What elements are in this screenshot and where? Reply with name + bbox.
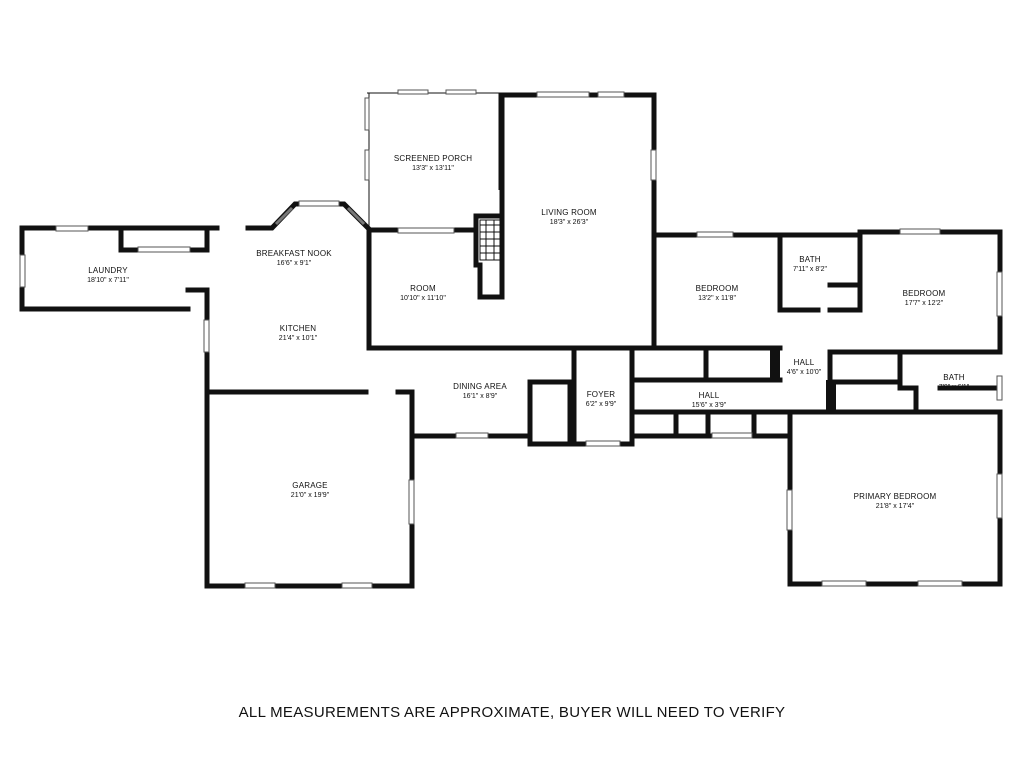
breakfast-nook-name: BREAKFAST NOOK xyxy=(256,249,332,258)
breakfast-nook-bay xyxy=(245,200,372,232)
hall-corridor-walls xyxy=(629,345,793,439)
living-room-walls xyxy=(499,91,657,300)
bath-1-walls xyxy=(777,232,863,313)
dining-foyer-walls xyxy=(409,345,635,447)
laundry-walls xyxy=(19,225,220,312)
hall-1-dims: 4'6" x 10'0" xyxy=(787,369,822,376)
room-name: ROOM xyxy=(410,284,436,293)
bedroom-1-name: BEDROOM xyxy=(696,284,739,293)
breakfast-nook-dims: 16'6" x 9'1" xyxy=(277,260,312,267)
kitchen-name: KITCHEN xyxy=(280,324,317,333)
primary-bedroom-dims: 21'8" x 17'4" xyxy=(876,503,915,510)
screened-porch-name: SCREENED PORCH xyxy=(394,154,472,163)
screened-porch-dims: 13'3" x 13'11" xyxy=(412,165,454,172)
hall-2-dims: 15'6" x 3'9" xyxy=(692,402,727,409)
bedroom-2-dims: 17'7" x 12'2" xyxy=(905,300,944,307)
foyer-name: FOYER xyxy=(587,390,616,399)
bedroom-1-walls xyxy=(651,231,821,351)
primary-bedroom-walls xyxy=(786,409,1003,587)
hall-1-name: HALL xyxy=(794,358,815,367)
garage-walls xyxy=(204,389,415,589)
bedroom-2-walls xyxy=(827,228,1003,355)
screened-porch-outline xyxy=(364,89,500,228)
fireplace xyxy=(473,213,505,300)
room-walls xyxy=(366,227,635,351)
bath-1-dims: 7'11" x 8'2" xyxy=(793,266,827,273)
laundry-dims: 18'10" x 7'11" xyxy=(87,277,129,284)
living-room-name: LIVING ROOM xyxy=(541,208,597,217)
kitchen-dims: 21'4" x 10'1" xyxy=(279,335,318,342)
dining-area-dims: 16'1" x 8'9" xyxy=(463,393,498,400)
primary-bedroom-name: PRIMARY BEDROOM xyxy=(854,492,937,501)
dining-area-name: DINING AREA xyxy=(453,382,507,391)
hall-2-name: HALL xyxy=(699,391,720,400)
measurement-disclaimer: ALL MEASUREMENTS ARE APPROXIMATE, BUYER … xyxy=(238,704,786,721)
bath-2-dims: 7'0" x 6'1" xyxy=(939,384,970,391)
laundry-name: LAUNDRY xyxy=(88,266,128,275)
bath-1-name: BATH xyxy=(799,255,821,264)
bedroom-1-dims: 13'2" x 11'8" xyxy=(698,295,736,302)
room-dims: 10'10" x 11'10" xyxy=(400,295,446,302)
hall-1-bath-2-walls xyxy=(826,349,1003,415)
kitchen-walls xyxy=(203,306,415,439)
living-room-dims: 18'3" x 26'3" xyxy=(550,219,589,226)
garage-dims: 21'0" x 19'9" xyxy=(291,492,330,499)
garage-name: GARAGE xyxy=(292,481,327,490)
bath-2-name: BATH xyxy=(943,373,965,382)
bedroom-2-name: BEDROOM xyxy=(903,289,946,298)
foyer-dims: 6'2" x 9'9" xyxy=(586,401,617,408)
